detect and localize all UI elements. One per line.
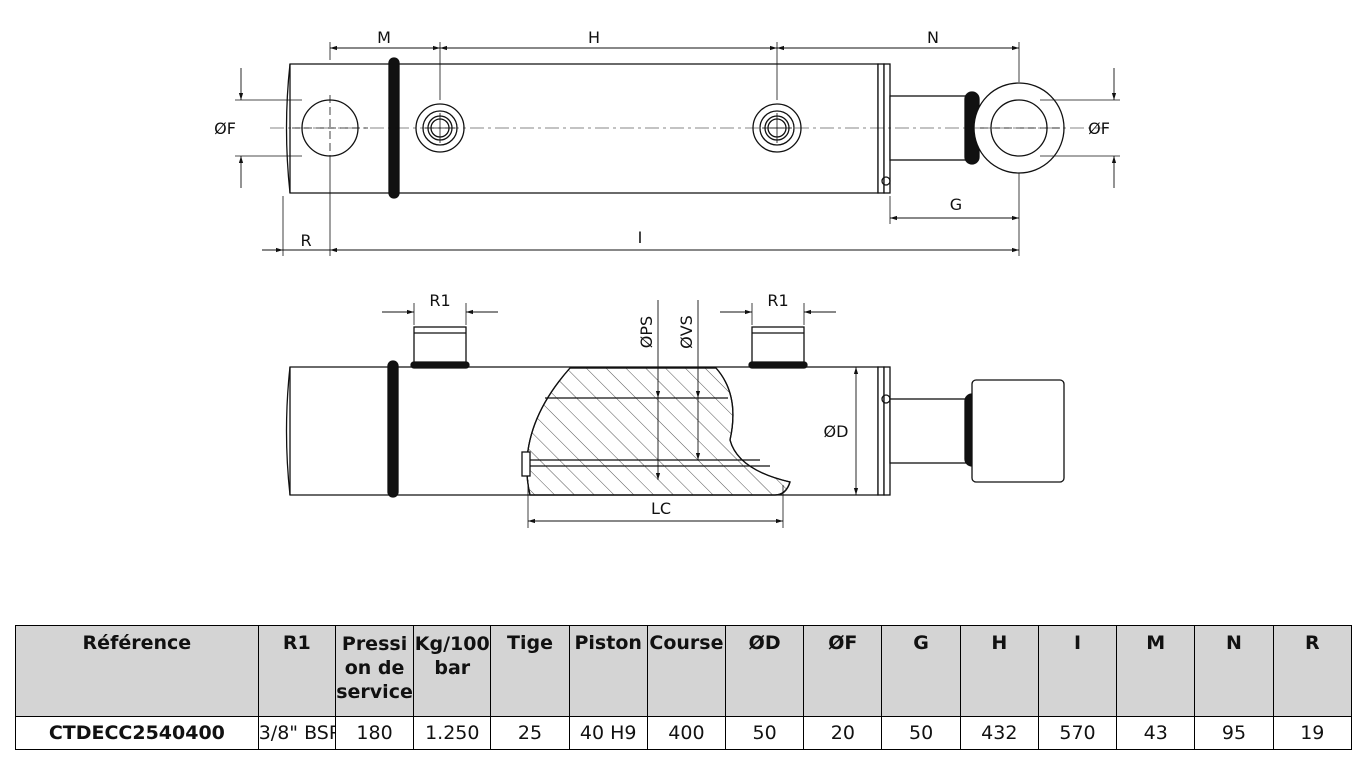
cell-f: 20 <box>803 716 883 750</box>
cell-kg-per-100-bar: 1.250 <box>413 716 492 750</box>
dim-label-h: H <box>588 28 600 47</box>
table-row: CTDECC2540400 3/8" BSP 180 1.250 25 40 H… <box>15 716 1353 750</box>
dim-label-f-left: ØF <box>214 119 236 138</box>
cell-pressure: 180 <box>334 716 415 750</box>
header-n: N <box>1194 625 1274 717</box>
dim-label-ps: ØPS <box>637 316 656 348</box>
cell-g: 50 <box>881 716 961 750</box>
table-header-row: Référence R1 Pression de service Kg/100 … <box>15 625 1353 717</box>
cell-h: 432 <box>959 716 1039 750</box>
header-f: ØF <box>803 625 883 717</box>
top-view <box>235 42 1120 256</box>
header-kg-per-100-bar: Kg/100 bar <box>413 625 492 717</box>
header-pressure: Pression de service <box>334 625 415 717</box>
cell-n: 95 <box>1194 716 1274 750</box>
header-r1: R1 <box>257 625 336 717</box>
header-stroke: Course <box>646 625 727 717</box>
cell-r: 19 <box>1272 716 1353 750</box>
header-r: R <box>1272 625 1353 717</box>
section-view <box>285 300 1065 528</box>
cell-m: 43 <box>1116 716 1196 750</box>
header-m: M <box>1116 625 1196 717</box>
header-d: ØD <box>725 625 805 717</box>
header-g: G <box>881 625 961 717</box>
header-i: I <box>1037 625 1118 717</box>
cell-rod: 25 <box>490 716 570 750</box>
dim-label-r: R <box>300 231 311 250</box>
dim-label-i: I <box>638 228 643 247</box>
cell-r1: 3/8" BSP <box>257 716 336 750</box>
dim-label-lc: LC <box>651 499 671 518</box>
header-h: H <box>959 625 1039 717</box>
header-reference: Référence <box>15 625 259 717</box>
specification-table: Référence R1 Pression de service Kg/100 … <box>15 625 1353 750</box>
cell-piston: 40 H9 <box>568 716 648 750</box>
cell-stroke: 400 <box>646 716 727 750</box>
header-piston: Piston <box>568 625 648 717</box>
dim-label-m: M <box>377 28 391 47</box>
dim-label-n: N <box>927 28 939 47</box>
dim-label-r1-left: R1 <box>429 291 450 310</box>
cell-reference: CTDECC2540400 <box>15 716 259 750</box>
cell-d: 50 <box>725 716 805 750</box>
dim-label-vs: ØVS <box>677 315 696 349</box>
dim-label-r1-right: R1 <box>767 291 788 310</box>
dim-label-g: G <box>950 195 962 214</box>
header-rod: Tige <box>490 625 570 717</box>
dim-label-d: ØD <box>824 422 849 441</box>
dim-label-f-right: ØF <box>1088 119 1110 138</box>
cell-i: 570 <box>1037 716 1118 750</box>
cylinder-technical-drawing: M H N ØF ØF G R I <box>214 28 1120 528</box>
